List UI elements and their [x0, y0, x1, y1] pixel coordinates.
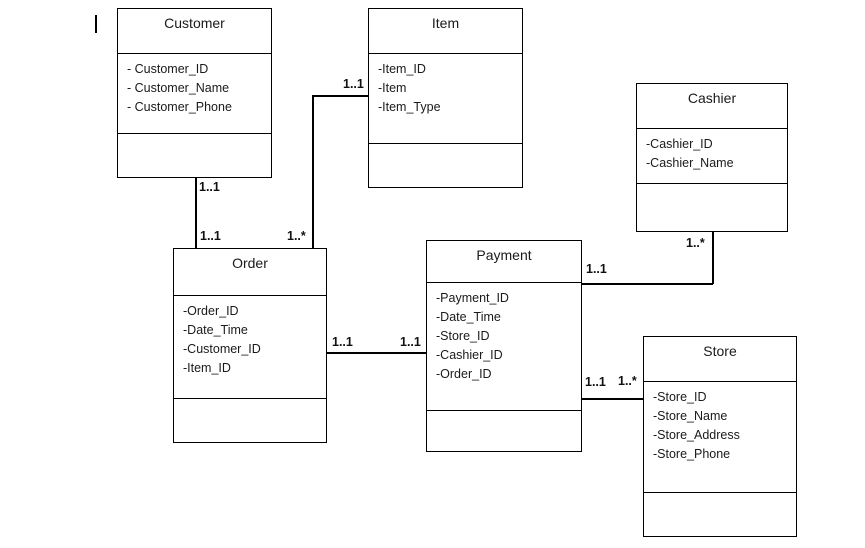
- entity-cashier[interactable]: Cashier -Cashier_ID -Cashier_Name: [636, 83, 788, 232]
- entity-attribute: - Customer_ID: [127, 62, 209, 76]
- connector-line-payment-cashier: [582, 283, 713, 285]
- entity-attribute: -Order_ID: [183, 304, 239, 318]
- entity-title-bar: Store: [644, 337, 796, 382]
- multiplicity-label: 1..*: [686, 236, 705, 250]
- entity-attribute: -Item_ID: [183, 361, 231, 375]
- entity-name: Cashier: [687, 90, 737, 106]
- entity-attributes-compartment: -Cashier_ID -Cashier_Name: [637, 129, 787, 184]
- entity-empty-compartment: [427, 411, 581, 451]
- entity-attribute: -Store_Phone: [653, 447, 731, 461]
- connector-line-customer-order: [195, 178, 197, 248]
- entity-attributes-compartment: -Store_ID -Store_Name -Store_Address -Store…: [644, 382, 796, 493]
- entity-attributes-compartment: -Item_ID -Item -Item_Type: [369, 54, 522, 144]
- entity-title-bar: Order: [174, 249, 326, 296]
- multiplicity-label: 1..1: [199, 180, 220, 194]
- entity-attribute: -Store_ID: [436, 329, 490, 343]
- entity-name: Order: [232, 255, 268, 271]
- entity-empty-compartment: [644, 493, 796, 536]
- entity-attribute: -Date_Time: [183, 323, 248, 337]
- multiplicity-label: 1..1: [585, 375, 606, 389]
- entity-attribute: -Cashier_Name: [646, 156, 734, 170]
- connector-line-order-payment: [327, 352, 426, 354]
- entity-attribute: -Payment_ID: [436, 291, 509, 305]
- connector-line-item-order: [312, 95, 368, 97]
- multiplicity-label: 1..1: [332, 335, 353, 349]
- entity-store[interactable]: Store-Store_ID-Store_Name-Store_Address-…: [643, 336, 797, 537]
- entity-item[interactable]: Item -Item_ID -Item -Item_Type: [368, 8, 523, 188]
- connector-line-payment-store: [582, 398, 643, 400]
- entity-title-bar: Cashier: [637, 84, 787, 129]
- connector-line-item-order: [312, 95, 314, 248]
- entity-attribute: -Customer_ID: [183, 342, 261, 356]
- entity-customer[interactable]: Customer- Customer_ID- Customer_Name- Cu…: [117, 8, 272, 178]
- entity-title-bar: Payment: [427, 241, 581, 283]
- multiplicity-label: 1..1: [343, 77, 364, 91]
- entity-name: Payment: [476, 247, 532, 263]
- entity-name: Item: [431, 15, 460, 31]
- multiplicity-label: 1..*: [287, 229, 306, 243]
- entity-empty-compartment: [369, 144, 522, 187]
- text-cursor-mark: [95, 15, 97, 33]
- multiplicity-label: 1..1: [586, 262, 607, 276]
- entity-name: Customer: [164, 15, 225, 31]
- entity-attribute: -Cashier_ID: [436, 348, 503, 362]
- entity-attribute: -Item: [378, 81, 407, 95]
- entity-attribute: -Order_ID: [436, 367, 492, 381]
- entity-attribute: -Store_ID: [653, 390, 707, 404]
- multiplicity-label: 1..1: [400, 335, 421, 349]
- multiplicity-label: 1..1: [200, 229, 221, 243]
- entity-payment[interactable]: Payment -Payment_ID -Date_Time -Store_ID -Ca…: [426, 240, 582, 452]
- entity-attribute: -Store_Address: [653, 428, 740, 442]
- entity-title-bar: Customer: [118, 9, 271, 54]
- entity-empty-compartment: [174, 399, 326, 442]
- entity-attributes-compartment: -Payment_ID -Date_Time -Store_ID -Cashier_I…: [427, 283, 581, 411]
- entity-attribute: -Cashier_ID: [646, 137, 713, 151]
- entity-name: Store: [703, 343, 737, 359]
- entity-attribute: -Item_Type: [378, 100, 441, 114]
- entity-empty-compartment: [118, 134, 271, 177]
- connector-line-payment-cashier: [712, 232, 714, 284]
- entity-attributes-compartment: - Customer_ID - Customer_Name - Customer_P…: [118, 54, 271, 134]
- entity-attribute: - Customer_Phone: [127, 100, 232, 114]
- entity-order[interactable]: Order -Order_ID -Date_Time -Customer_ID -Ite…: [173, 248, 327, 443]
- entity-attribute: -Item_ID: [378, 62, 426, 76]
- multiplicity-label: 1..*: [618, 374, 637, 388]
- entity-title-bar: Item: [369, 9, 522, 54]
- entity-attribute: - Customer_Name: [127, 81, 230, 95]
- entity-attribute: -Store_Name: [653, 409, 728, 423]
- entity-attribute: -Date_Time: [436, 310, 501, 324]
- entity-attributes-compartment: -Order_ID -Date_Time -Customer_ID -Item_ID: [174, 296, 326, 399]
- entity-empty-compartment: [637, 184, 787, 231]
